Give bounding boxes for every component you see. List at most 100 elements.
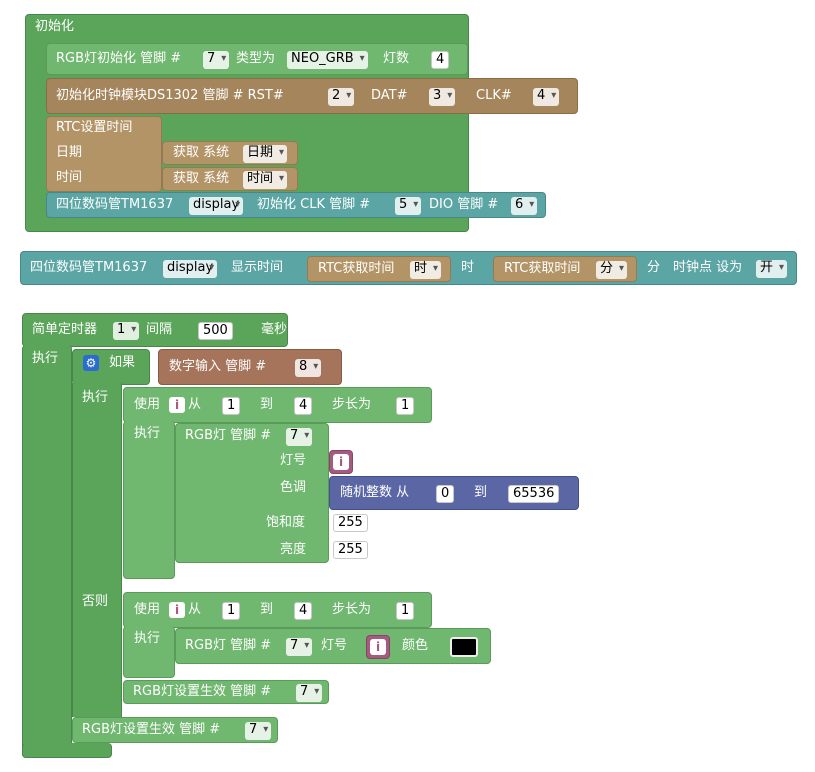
timer-interval-input[interactable]: 500: [198, 322, 233, 340]
init-title: 初始化: [35, 19, 75, 34]
loop2-start-input[interactable]: 1: [222, 602, 241, 620]
if-then-label: 执行: [82, 390, 109, 405]
hour-label: 时: [461, 260, 475, 275]
rtc-set-label: RTC设置时间: [56, 120, 133, 135]
rgb-init-label: RGB灯初始化 管脚 #: [56, 51, 182, 66]
loop2-from-label: 从: [188, 602, 202, 617]
timer-interval-label: 间隔: [146, 322, 173, 337]
tm1637-init-var-dropdown[interactable]: display: [189, 197, 244, 215]
color-swatch[interactable]: [450, 637, 478, 657]
display-time-var-dropdown[interactable]: display: [163, 260, 218, 278]
rgb-set-hsv-block[interactable]: RGB灯 管脚 # 7 灯号 色调 饱和度 亮度: [175, 423, 329, 563]
tm1637-dio-label: DIO 管脚 #: [429, 197, 499, 212]
if-block[interactable]: ⚙ 如果: [72, 349, 150, 385]
timer-block[interactable]: 简单定时器 1 间隔 500 毫秒: [22, 313, 288, 347]
timer-bottom: [22, 743, 112, 758]
random-from-input[interactable]: 0: [436, 485, 455, 503]
timer-id-dropdown[interactable]: 1: [113, 322, 140, 340]
rtc-date-label: 日期: [56, 145, 83, 160]
rgb1-bri-input[interactable]: 255: [333, 541, 368, 559]
rtc-time-get-block[interactable]: 获取 系统 时间: [162, 167, 298, 191]
rgb2-var-block[interactable]: i: [366, 635, 390, 659]
loop2-step-label: 步长为: [332, 602, 372, 617]
ds1302-dat-dropdown[interactable]: 3: [429, 88, 456, 106]
rgb-init-count-input[interactable]: 4: [431, 51, 450, 69]
random-int-label: 随机整数 从: [340, 485, 410, 500]
rgb2-label: RGB灯 管脚 #: [185, 638, 272, 653]
loop1-start-input[interactable]: 1: [222, 397, 241, 415]
timer-exec-label: 执行: [32, 351, 59, 366]
rgb1-sat-label: 饱和度: [266, 515, 306, 530]
ds1302-dat-label: DAT#: [371, 88, 408, 103]
rgb1-pin-dropdown[interactable]: 7: [286, 428, 313, 446]
for-loop-1-block[interactable]: 使用 i 从 1 到 4 步长为 1: [123, 387, 432, 423]
loop2-use-label: 使用: [134, 602, 161, 617]
display-time-block[interactable]: 四位数码管TM1637 display 显示时间 RTC获取时间 时 时 RTC…: [20, 251, 797, 285]
rtc-get-minute-label: RTC获取时间: [504, 261, 581, 276]
rtc-hour-dropdown[interactable]: 时: [410, 261, 442, 279]
init-body: [28, 40, 46, 218]
rtc-set-time-block[interactable]: RTC设置时间 日期 时间: [46, 116, 162, 192]
tm1637-init-label: 四位数码管TM1637: [56, 197, 174, 212]
loop1-do-label: 执行: [134, 426, 161, 441]
apply2-pin-dropdown[interactable]: 7: [245, 722, 272, 740]
digital-read-pin-dropdown[interactable]: 8: [295, 359, 322, 377]
loop1-from-label: 从: [188, 397, 202, 412]
rtc-get-hour-label: RTC获取时间: [318, 261, 395, 276]
rtc-date-get-block[interactable]: 获取 系统 日期: [162, 141, 298, 165]
rtc-time-label: 时间: [56, 170, 83, 185]
ds1302-init-block[interactable]: 初始化时钟模块DS1302 管脚 # RST# 2 DAT# 3 CLK# 4: [46, 78, 578, 114]
rgb1-lamp-label: 灯号: [280, 453, 307, 468]
rgb-init-type-label: 类型为: [236, 51, 276, 66]
tm1637-dio-dropdown[interactable]: 6: [511, 197, 538, 215]
rgb1-var-block[interactable]: i: [329, 450, 353, 474]
rgb-init-count-label: 灯数: [383, 51, 410, 66]
loop1-var-icon[interactable]: i: [169, 397, 185, 413]
apply1-pin-dropdown[interactable]: 7: [296, 684, 323, 702]
tm1637-init-clk-label: 初始化 CLK 管脚 #: [257, 197, 371, 212]
loop2-end-input[interactable]: 4: [294, 602, 313, 620]
random-int-block[interactable]: 随机整数 从 0 到 65536: [329, 476, 579, 510]
if-body: 执行 否则: [72, 383, 122, 717]
colon-dropdown[interactable]: 开: [756, 260, 788, 278]
rgb-set-color-block[interactable]: RGB灯 管脚 # 7 灯号 i 颜色: [175, 628, 491, 664]
loop1-step-input[interactable]: 1: [396, 397, 415, 415]
rtc-get-hour-block[interactable]: RTC获取时间 时: [307, 256, 451, 282]
ds1302-clk-dropdown[interactable]: 4: [533, 88, 560, 106]
gear-icon[interactable]: ⚙: [83, 355, 99, 371]
rtc-time-get-label: 获取 系统: [173, 171, 230, 186]
rgb2-var-icon[interactable]: i: [370, 639, 386, 655]
loop2-step-input[interactable]: 1: [396, 602, 415, 620]
rtc-get-minute-block[interactable]: RTC获取时间 分: [493, 256, 637, 282]
loop2-body: 执行: [123, 626, 175, 678]
rtc-date-dropdown[interactable]: 日期: [243, 145, 288, 163]
loop1-to-label: 到: [260, 397, 274, 412]
ds1302-clk-label: CLK#: [476, 88, 512, 103]
loop1-use-label: 使用: [134, 397, 161, 412]
rtc-time-dropdown[interactable]: 时间: [243, 171, 288, 189]
rgb-apply-outer-block[interactable]: RGB灯设置生效 管脚 # 7: [72, 717, 278, 743]
loop1-end-input[interactable]: 4: [294, 397, 313, 415]
ds1302-rst-dropdown[interactable]: 2: [328, 88, 355, 106]
tm1637-init-block[interactable]: 四位数码管TM1637 display 初始化 CLK 管脚 # 5 DIO 管…: [46, 192, 546, 218]
rtc-minute-dropdown[interactable]: 分: [596, 261, 628, 279]
apply2-label: RGB灯设置生效 管脚 #: [82, 722, 221, 737]
for-loop-2-block[interactable]: 使用 i 从 1 到 4 步长为 1: [123, 592, 432, 628]
tm1637-clk-dropdown[interactable]: 5: [395, 197, 422, 215]
loop2-to-label: 到: [260, 602, 274, 617]
rgb-init-type-dropdown[interactable]: NEO_GRB: [287, 51, 368, 69]
rgb-init-pin-dropdown[interactable]: 7: [203, 51, 230, 69]
rgb2-color-label: 颜色: [402, 638, 429, 653]
rgb1-var-icon[interactable]: i: [333, 454, 349, 470]
rgb2-pin-dropdown[interactable]: 7: [286, 638, 313, 656]
rgb1-sat-input[interactable]: 255: [333, 514, 368, 532]
rgb-init-block[interactable]: RGB灯初始化 管脚 # 7 类型为 NEO_GRB 灯数 4: [46, 43, 468, 75]
digital-read-block[interactable]: 数字输入 管脚 # 8: [158, 349, 342, 385]
random-to-input[interactable]: 65536: [508, 485, 560, 503]
rtc-date-get-label: 获取 系统: [173, 145, 230, 160]
ds1302-label: 初始化时钟模块DS1302 管脚 # RST#: [56, 88, 284, 103]
rgb-apply-inner-block[interactable]: RGB灯设置生效 管脚 # 7: [123, 680, 329, 704]
loop1-body: 执行: [123, 421, 175, 579]
if-label: 如果: [109, 355, 136, 370]
loop2-var-icon[interactable]: i: [169, 602, 185, 618]
